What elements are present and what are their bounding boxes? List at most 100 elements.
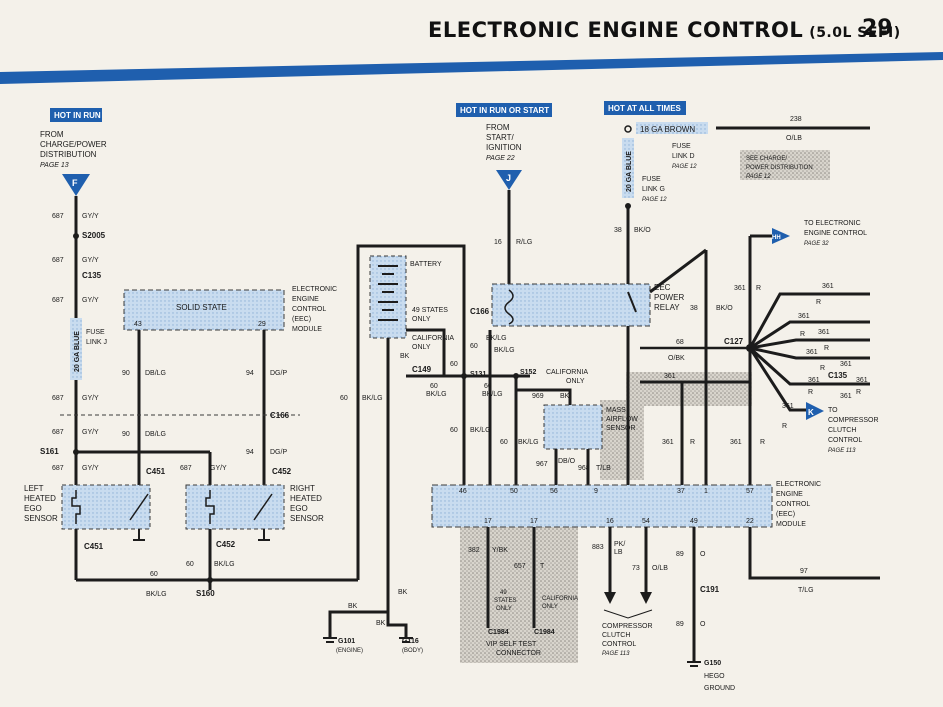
- states49-line5: ONLY: [496, 606, 512, 612]
- wire-gyy-label-c: GY/Y: [82, 297, 99, 304]
- wire-tlg-label: T/LG: [798, 587, 814, 594]
- wire-bk-label-a: BK: [400, 353, 410, 360]
- right-ego-line1: RIGHT: [290, 484, 315, 493]
- wire-687-label-b: 687: [52, 257, 64, 264]
- svg-text:K: K: [808, 408, 814, 417]
- wire-657-label: 657: [514, 563, 526, 570]
- eec-relay-line2: POWER: [654, 293, 684, 302]
- wire-olb-label-b: O/LB: [652, 565, 668, 572]
- ga20-blue-mid: 20 GA BLUE: [626, 151, 633, 192]
- ga18-brown-shade: [636, 122, 708, 134]
- left-ego-line1: LEFT: [24, 484, 44, 493]
- page-header: ELECTRONIC ENGINE CONTROL (5.0L SEFI): [428, 18, 901, 42]
- fuse-link-d-line2: LINK D: [672, 153, 695, 160]
- right-ego-line3: EGO: [290, 504, 308, 513]
- hh-connector-marker: HH: [772, 228, 790, 244]
- eec-left-line2: ENGINE: [292, 296, 319, 303]
- maf-stipple-region: [600, 400, 644, 480]
- k-connector-marker: K: [806, 402, 824, 420]
- wire-968-label: 968: [578, 465, 590, 472]
- wire-687-label-e: 687: [52, 429, 64, 436]
- pin-37: 37: [677, 488, 685, 495]
- wire-94-label-a: 94: [246, 370, 254, 377]
- wire-687-label-a: 687: [52, 213, 64, 220]
- wire-38-label-a: 38: [614, 227, 622, 234]
- pin-1: 1: [704, 488, 708, 495]
- page-title: ELECTRONIC ENGINE CONTROL: [428, 18, 804, 42]
- wire-gyy-label-e: GY/Y: [82, 429, 99, 436]
- c149-label: C149: [412, 365, 432, 374]
- eec-power-relay-box: [491, 283, 651, 327]
- g116-label: G116: [402, 638, 419, 645]
- states49-line4: STATES: [494, 598, 516, 604]
- wire-pklb-label-1: PK/: [614, 541, 625, 548]
- f-connector-marker: F: [62, 174, 90, 196]
- wire-687-label-d: 687: [52, 395, 64, 402]
- ga20-blue-mid-shade: [622, 138, 634, 198]
- splice-s160: [207, 577, 213, 583]
- maf-line1: MASS: [606, 407, 626, 414]
- wire-dgp-label-b: DG/P: [270, 449, 287, 456]
- wire-361-label-k: 361: [782, 403, 794, 410]
- c451-top-label: C451: [146, 467, 166, 476]
- right-ego-line2: HEATED: [290, 494, 322, 503]
- wire-bklg-label-i: BK/LG: [518, 439, 539, 446]
- wire-60-label-h: 60: [450, 427, 458, 434]
- wire-bklg-label-c: BK/LG: [362, 395, 383, 402]
- connector-c135-label: C135: [82, 271, 102, 280]
- wire-bklg-label-f: BK/LG: [426, 391, 447, 398]
- wire-361-label-e: 361: [818, 329, 830, 336]
- wire-361-label-i: 361: [840, 393, 852, 400]
- fuse-link-g-line2: LINK G: [642, 186, 665, 193]
- wire-dblg-label-b: DB/LG: [145, 431, 166, 438]
- pin-29: 29: [258, 321, 266, 328]
- to-eec-line1: TO ELECTRONIC: [804, 220, 861, 227]
- c166-left-label: C166: [270, 411, 290, 420]
- eec-right-line2: ENGINE: [776, 491, 803, 498]
- wire-ybk-label: Y/BK: [492, 547, 508, 554]
- wire-97-label: 97: [800, 568, 808, 575]
- wire-361-fan-6: [748, 347, 806, 412]
- ga18-brown-label: 18 GA BROWN: [640, 125, 695, 134]
- wire-60-bklg-loop: [356, 244, 466, 580]
- pin-50: 50: [510, 488, 518, 495]
- battery-terminal-icon: [624, 125, 632, 133]
- california-line4: ONLY: [566, 378, 585, 385]
- hot-at-all-times-badge: HOT AT ALL TIMES: [604, 101, 686, 115]
- eec-right-line1: ELECTRONIC: [776, 481, 821, 488]
- see-charge-page: PAGE 12: [746, 174, 771, 180]
- c1984-b-label: C1984: [534, 629, 555, 636]
- wire-r-label-m: R: [760, 439, 765, 446]
- maf-line2: AIRFLOW: [606, 416, 638, 423]
- wire-60-label-a: 60: [186, 561, 194, 568]
- wire-r-label-k: R: [782, 423, 787, 430]
- c127-label: C127: [724, 337, 744, 346]
- fuse-link-j-shade: [70, 318, 82, 380]
- vip-stipple-region: [460, 527, 578, 663]
- left-ego-line4: SENSOR: [24, 514, 58, 523]
- wire-bko-label-b: BK/O: [716, 305, 733, 312]
- from-start-page: PAGE 22: [486, 155, 515, 162]
- svg-text:HOT IN RUN OR START: HOT IN RUN OR START: [460, 106, 549, 115]
- see-charge-stipple: [740, 150, 830, 180]
- eec-relay-line3: RELAY: [654, 303, 680, 312]
- pin-17-a: 17: [484, 518, 492, 525]
- wire-90-label-b: 90: [122, 431, 130, 438]
- splice-s131: [461, 373, 467, 379]
- eec-right-line5: MODULE: [776, 521, 806, 528]
- eec-module-right: [431, 484, 773, 528]
- fuse-link-j-line2: LINK J: [86, 339, 107, 346]
- j-connector-marker: J: [496, 170, 522, 190]
- battery-label: BATTERY: [410, 261, 442, 268]
- california-line1: CALIFORNIA: [412, 335, 454, 342]
- g150-label: G150: [704, 660, 721, 667]
- svg-text:HOT AT ALL TIMES: HOT AT ALL TIMES: [608, 104, 682, 113]
- wire-73-label: 73: [632, 565, 640, 572]
- wire-r-label-i: R: [856, 389, 861, 396]
- wire-t-label: T: [540, 563, 545, 570]
- wire-382-label: 382: [468, 547, 480, 554]
- splice-s2005-label: S2005: [82, 231, 106, 240]
- wire-gyy-label-f: GY/Y: [82, 465, 99, 472]
- wire-o-label-b: O: [700, 621, 706, 628]
- c452-bottom-label: C452: [216, 540, 236, 549]
